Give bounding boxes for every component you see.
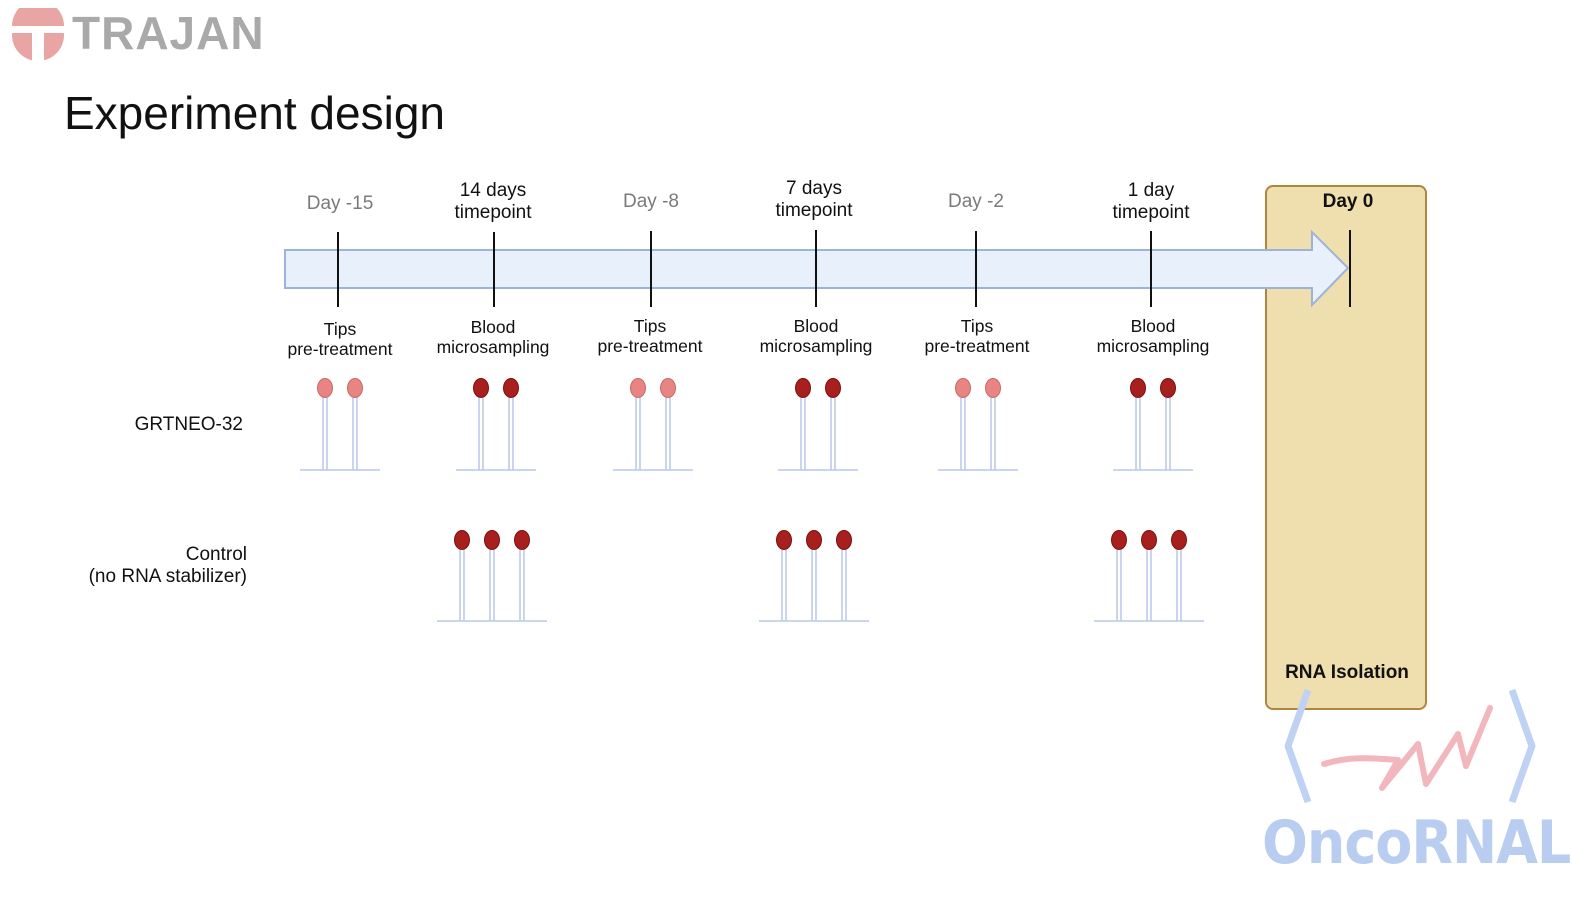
tip-group-control <box>437 530 547 622</box>
tip-group-grtneo-32 <box>1113 378 1193 471</box>
microsampling-tip <box>836 530 852 550</box>
microsampling-tip <box>514 530 530 550</box>
action-tips-pretreatment-3: Tips pre-treatment <box>924 316 1030 356</box>
timepoint-1-day-label: 1 day timepoint <box>1112 180 1190 223</box>
microsampling-tip <box>660 378 676 398</box>
microsampling-tip <box>825 378 841 398</box>
tip-group-control <box>1094 530 1204 622</box>
microsampling-tip <box>795 378 811 398</box>
microsampling-tip <box>806 530 822 550</box>
microsampling-tip <box>1130 378 1146 398</box>
trajan-logo-icon <box>12 8 64 62</box>
microsampling-tip <box>484 530 500 550</box>
microsampling-tip <box>347 378 363 398</box>
day-minus-2-label: Day -2 <box>948 191 1004 212</box>
row-label-grtneo-32: GRTNEO-32 <box>134 414 243 435</box>
action-tips-pretreatment-2: Tips pre-treatment <box>597 316 703 356</box>
timepoint-14-days-label: 14 days timepoint <box>454 180 532 223</box>
tip-group-grtneo-32 <box>613 378 693 471</box>
microsampling-tip <box>955 378 971 398</box>
slide-title: Experiment design <box>64 87 445 139</box>
microsampling-tip <box>1171 530 1187 550</box>
brand-name: TRAJAN <box>72 7 265 59</box>
microsampling-tip <box>630 378 646 398</box>
day-0-label: Day 0 <box>1322 191 1374 212</box>
microsampling-tip <box>317 378 333 398</box>
rna-isolation-label: RNA Isolation <box>1285 662 1409 683</box>
microsampling-tip <box>1160 378 1176 398</box>
oncornalab-logo-icon <box>1284 688 1536 804</box>
microsampling-tip <box>776 530 792 550</box>
row-label-control: Control (no RNA stabilizer) <box>88 544 247 587</box>
tip-group-grtneo-32 <box>300 378 380 471</box>
action-tips-pretreatment-1: Tips pre-treatment <box>287 319 393 359</box>
action-blood-microsampling-1: Blood microsampling <box>436 317 550 357</box>
microsampling-tip <box>1111 530 1127 550</box>
oncornalab-wordmark: OncoRNALab <box>1262 808 1572 878</box>
microsampling-tip <box>503 378 519 398</box>
tip-group-grtneo-32 <box>778 378 858 471</box>
microsampling-tip <box>985 378 1001 398</box>
timepoint-7-days-label: 7 days timepoint <box>775 178 853 221</box>
tip-group-grtneo-32 <box>938 378 1018 471</box>
tip-group-grtneo-32 <box>456 378 536 471</box>
day-minus-8-label: Day -8 <box>623 191 679 212</box>
microsampling-tip <box>1141 530 1157 550</box>
action-blood-microsampling-3: Blood microsampling <box>1096 316 1210 356</box>
day-minus-15-label: Day -15 <box>306 193 374 214</box>
microsampling-tip <box>454 530 470 550</box>
tip-group-control <box>759 530 869 622</box>
microsampling-tip <box>473 378 489 398</box>
action-blood-microsampling-2: Blood microsampling <box>759 316 873 356</box>
